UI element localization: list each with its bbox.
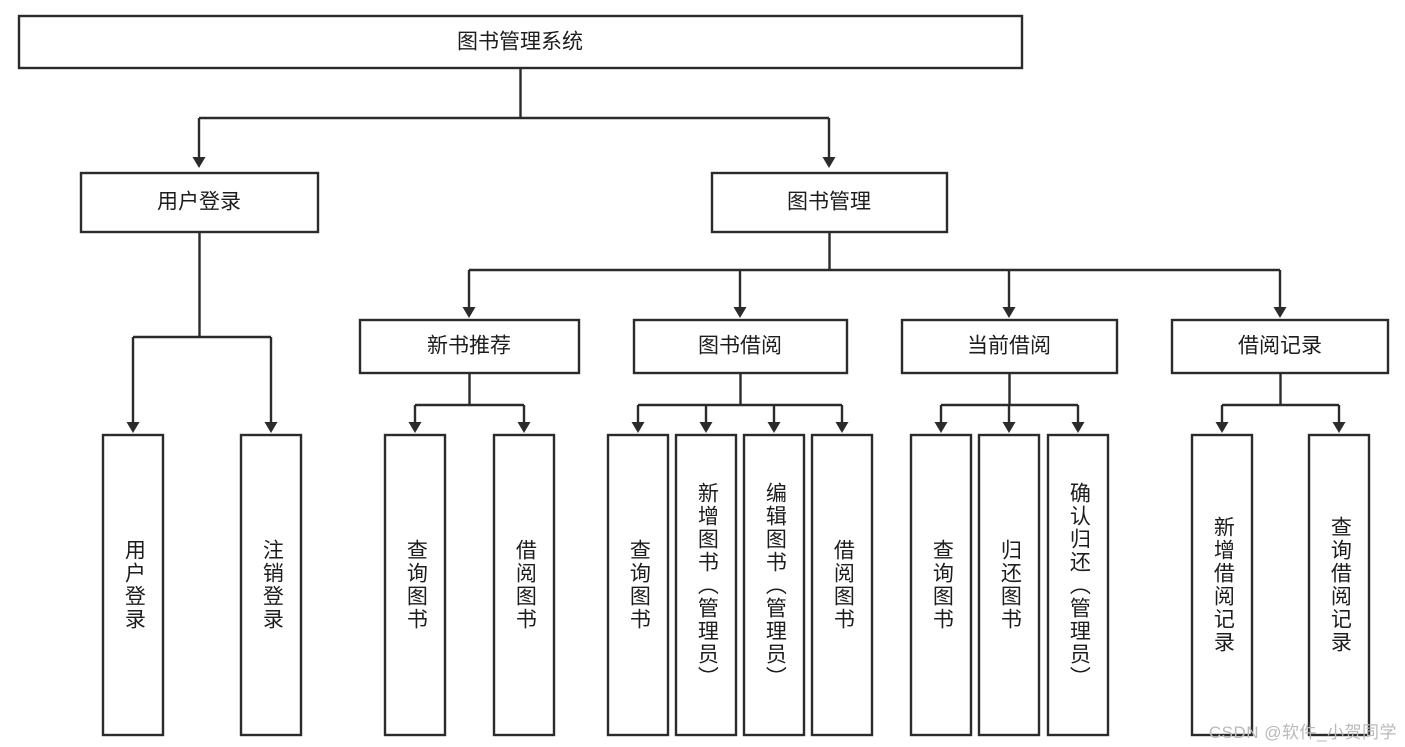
node-borrow-record-box[interactable]: [1170, 318, 1390, 375]
node-user-login[interactable]: 用户登录: [79, 171, 320, 234]
leaf-box-user-login[interactable]: [101, 433, 165, 737]
node-new-book-recommend-box[interactable]: [358, 318, 581, 375]
leaf-box-query-book-2[interactable]: [606, 433, 670, 737]
connectors-book-manage-to-level3: [462, 232, 1287, 318]
node-current-borrow-label: 当前借阅: [967, 335, 1051, 358]
node-new-book-recommend[interactable]: 新书推荐: [358, 318, 581, 375]
leaf-box-logout[interactable]: [239, 433, 303, 737]
leaf-box-add-book[interactable]: [674, 433, 738, 737]
leaf-boxes-book-borrow: [606, 433, 874, 737]
node-book-manage-label: 图书管理: [787, 191, 871, 214]
leaf-box-borrow-book-1[interactable]: [492, 433, 556, 737]
node-book-borrow-box[interactable]: [632, 318, 849, 375]
leaf-box-query-book-3[interactable]: [909, 433, 973, 737]
connectors-user-login-to-leaves: [126, 232, 278, 433]
csdn-watermark: CSDN @软件_小贺同学: [1208, 723, 1397, 742]
node-borrow-record-label: 借阅记录: [1238, 335, 1322, 358]
node-book-borrow-label: 图书借阅: [698, 335, 782, 358]
leaf-box-edit-book[interactable]: [742, 433, 806, 737]
connectors-current-borrow-to-leaves: [934, 373, 1085, 433]
node-root-box[interactable]: [17, 14, 1024, 70]
node-book-manage-box[interactable]: [710, 171, 949, 234]
connectors-book-borrow-to-leaves: [631, 373, 849, 433]
node-borrow-record[interactable]: 借阅记录: [1170, 318, 1390, 375]
leaf-box-confirm-return[interactable]: [1046, 433, 1110, 737]
leaf-box-query-record[interactable]: [1307, 433, 1371, 737]
leaf-box-add-record[interactable]: [1190, 433, 1254, 737]
node-current-borrow[interactable]: 当前借阅: [900, 318, 1119, 375]
leaf-box-borrow-book-2[interactable]: [810, 433, 874, 737]
leaf-boxes-current-borrow: [909, 433, 1110, 737]
leaf-boxes-new-book-recommend: [383, 433, 556, 737]
connectors-root-to-level2: [192, 68, 836, 168]
connectors-borrow-record-to-leaves: [1215, 373, 1346, 433]
node-root-label: 图书管理系统: [457, 31, 583, 54]
connectors-new-book-to-leaves: [408, 373, 531, 433]
leaf-boxes-borrow-record: [1190, 433, 1371, 737]
node-root[interactable]: 图书管理系统: [17, 14, 1024, 70]
leaf-boxes-user-login: [101, 433, 303, 737]
node-new-book-recommend-label: 新书推荐: [427, 335, 511, 358]
node-book-manage[interactable]: 图书管理: [710, 171, 949, 234]
leaf-box-query-book-1[interactable]: [383, 433, 447, 737]
node-book-borrow[interactable]: 图书借阅: [632, 318, 849, 375]
node-user-login-box[interactable]: [79, 171, 320, 234]
leaf-box-return-book[interactable]: [977, 433, 1041, 737]
node-user-login-label: 用户登录: [157, 191, 241, 214]
node-current-borrow-box[interactable]: [900, 318, 1119, 375]
